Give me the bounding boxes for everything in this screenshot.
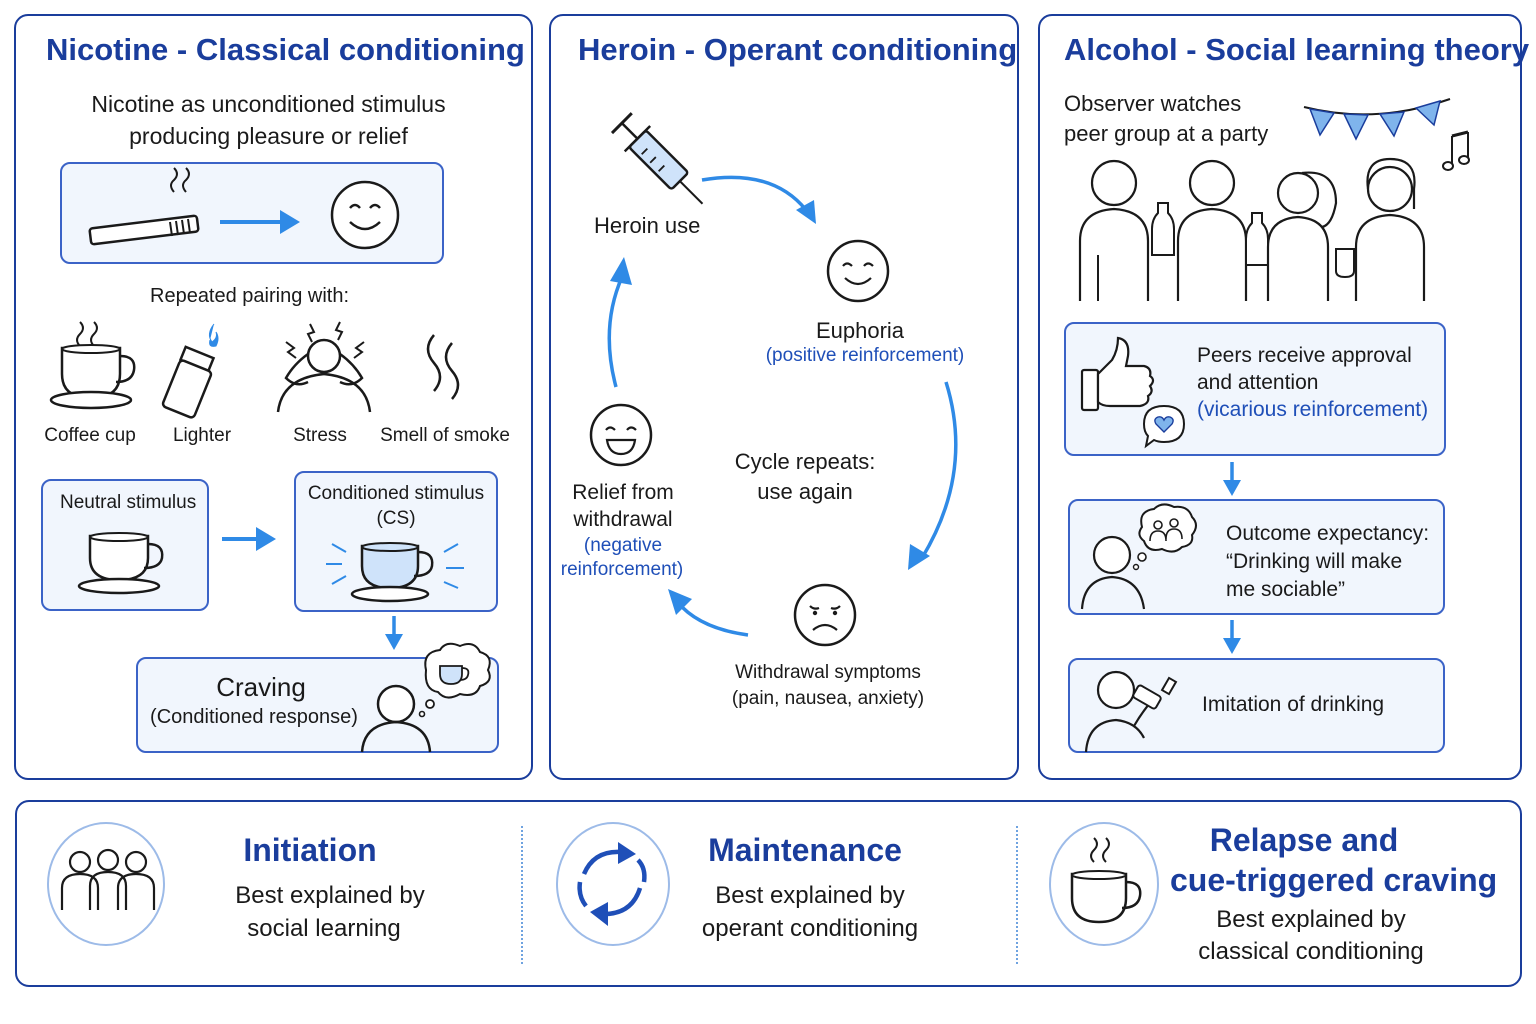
music-note-icon [1442,130,1470,171]
cycle-repeats-line2: use again [757,479,853,504]
heroin-use-label: Heroin use [594,213,701,238]
relief-line2: withdrawal [573,508,673,531]
smoke-icon [426,334,460,400]
euphoria-label: Euphoria [815,318,905,343]
pairing-label-smoke: Smell of smoke [380,425,510,446]
nicotine-us-box [60,162,444,264]
happy-face-icon [826,239,890,303]
observer-line1: Observer watches [1064,91,1242,116]
arrow-down-icon [1223,620,1241,654]
initiation-line2: social learning [247,915,401,942]
approval-line1: Peers receive approval [1197,344,1412,367]
pairing-label-coffee: Coffee cup [44,425,136,446]
imitation-box [1068,658,1445,753]
imitation-label: Imitation of drinking [1202,693,1385,716]
nicotine-intro-line1: Nicotine as unconditioned stimulus [91,91,446,117]
cycle-arrow-bottom-icon [668,589,749,637]
summary-divider [1016,826,1018,964]
party-bunting-icon [1303,98,1451,141]
cigarette-icon [88,167,200,246]
maintenance-line2: operant conditioning [701,915,919,942]
relieved-face-icon [589,403,653,467]
summary-panel [15,800,1522,987]
sad-face-icon [793,583,857,647]
stressed-person-icon [276,321,372,413]
arrow-down-icon [385,616,403,650]
approval-subtitle: (vicarious reinforcement) [1197,398,1429,421]
pairing-heading: Repeated pairing with: [150,285,350,307]
heart-speech-bubble-icon [1142,404,1186,449]
party-peer-group-icon [1078,157,1426,301]
relief-sub2: reinforcement) [560,559,684,580]
nicotine-intro-line2: producing pleasure or relief [129,123,408,149]
maintenance-icon-circle [556,822,670,946]
cs-label-line1: Conditioned stimulus [307,483,485,504]
pairing-label-lighter: Lighter [172,425,232,446]
group-icon [60,848,156,910]
craving-person-icon [360,642,491,753]
expectancy-line2: “Drinking will make [1226,550,1403,573]
glowing-coffee-cup-icon [326,542,464,603]
cycle-arrows-icon [577,842,647,926]
arrow-right-icon [222,527,276,551]
coffee-cup-icon [77,532,164,595]
expectancy-line1: Outcome expectancy: [1226,522,1430,545]
syringe-icon [610,112,704,205]
maintenance-line1: Best explained by [715,882,905,909]
cycle-arrow-right-icon [908,381,958,570]
heroin-title: Heroin - Operant conditioning [578,32,1018,67]
initiation-title: Initiation [243,832,377,868]
relief-sub1: (negative [583,535,663,556]
initiation-line1: Best explained by [235,882,425,909]
heroin-panel [549,14,1019,780]
nicotine-title: Nicotine - Classical conditioning [46,32,525,67]
relapse-line2: classical conditioning [1198,938,1424,965]
expectancy-line3: me sociable” [1226,578,1346,601]
cs-label-line2: (CS) [376,508,416,529]
drinking-person-icon [1084,670,1178,753]
approval-line2: and attention [1197,371,1319,394]
relapse-line1: Best explained by [1216,906,1406,933]
observer-line2: peer group at a party [1064,121,1269,146]
thumbs-up-icon [1080,336,1155,412]
relapse-title-line1: Relapse and [1209,822,1399,858]
smiley-face-icon [330,180,400,250]
coffee-cup-icon [1070,837,1142,924]
lighter-icon [161,323,219,419]
withdrawal-line1: Withdrawal symptoms [735,662,921,683]
pairing-label-stress: Stress [293,425,347,446]
coffee-cup-icon [49,321,136,410]
alcohol-title: Alcohol - Social learning theory [1064,32,1530,67]
neutral-stimulus-label: Neutral stimulus [60,492,197,513]
cycle-arrow-top-icon [701,175,816,224]
withdrawal-line2: (pain, nausea, anxiety) [731,688,925,709]
relapse-title-line2: cue-triggered craving [1170,862,1498,898]
euphoria-subtitle: (positive reinforcement) [765,345,965,366]
initiation-icon-circle [47,822,165,946]
cycle-repeats-line1: Cycle repeats: [734,449,876,474]
craving-subtitle: (Conditioned response) [150,706,358,728]
relief-line1: Relief from [572,481,674,504]
summary-divider [521,826,523,964]
arrow-right-icon [220,210,300,234]
maintenance-title: Maintenance [708,832,902,868]
thinking-person-icon [1080,503,1197,610]
cycle-arrow-left-icon [607,257,632,388]
arrow-down-icon [1223,462,1241,496]
craving-title: Craving [216,672,306,702]
